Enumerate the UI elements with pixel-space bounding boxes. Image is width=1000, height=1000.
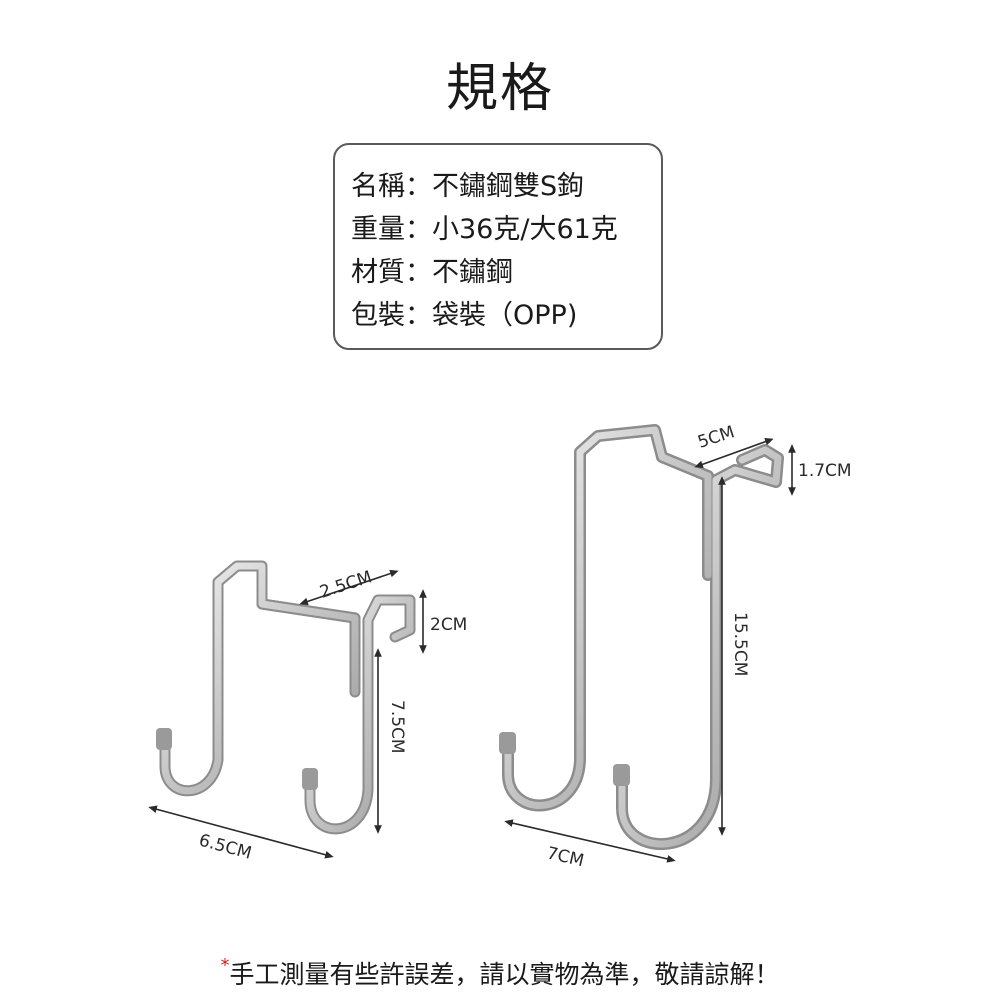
spec-row-weight: 重量：小36克/大61克 xyxy=(351,208,661,251)
small-gap-label: 2CM xyxy=(430,615,467,635)
small-hook xyxy=(156,560,416,835)
large-top-width-label: 5CM xyxy=(695,422,737,453)
spec-separator: ： xyxy=(405,214,432,245)
note-mark: * xyxy=(220,955,230,976)
spec-row-material: 材質：不鏽鋼 xyxy=(351,251,661,294)
spec-separator: ： xyxy=(405,300,432,331)
spec-box: 名稱：不鏽鋼雙S鉤 重量：小36克/大61克 材質：不鏽鋼 包裝：袋裝（OPP) xyxy=(333,143,663,350)
spec-label: 包裝 xyxy=(351,300,405,331)
note-text: 手工測量有些許誤差，請以實物為準，敬請諒解！ xyxy=(229,960,780,989)
spec-label: 名稱 xyxy=(351,171,405,202)
spec-row-packaging: 包裝：袋裝（OPP) xyxy=(351,294,661,337)
spec-separator: ： xyxy=(405,257,432,288)
large-gap-label: 1.7CM xyxy=(798,461,852,481)
spec-value: 袋裝（OPP) xyxy=(432,300,578,331)
spec-value: 小36克/大61克 xyxy=(432,214,618,245)
measurement-note: *手工測量有些許誤差，請以實物為準，敬請諒解！ xyxy=(0,955,1000,991)
small-span-label: 6.5CM xyxy=(197,831,254,864)
spec-value: 不鏽鋼雙S鉤 xyxy=(432,171,585,202)
large-span-label: 7CM xyxy=(545,843,586,871)
page-title: 規格 xyxy=(445,59,554,119)
spec-row-name: 名稱：不鏽鋼雙S鉤 xyxy=(351,165,661,208)
large-length-label: 15.5CM xyxy=(730,612,750,676)
spec-label: 重量 xyxy=(351,214,405,245)
small-top-width-label: 2.5CM xyxy=(317,567,374,603)
spec-value: 不鏽鋼 xyxy=(432,257,513,288)
spec-separator: ： xyxy=(405,171,432,202)
small-length-label: 7.5CM xyxy=(387,700,407,754)
small-hook-dimensions xyxy=(148,569,427,859)
large-hook-dimensions xyxy=(504,438,796,863)
spec-label: 材質 xyxy=(351,257,405,288)
